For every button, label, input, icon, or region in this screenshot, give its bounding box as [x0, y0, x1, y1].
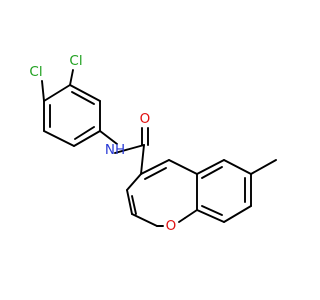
- bond: [184, 209, 198, 219]
- bond: [126, 189, 133, 215]
- bond: [73, 130, 101, 147]
- double-bond-inner: [201, 166, 223, 179]
- dichlorophenyl-ring: [43, 84, 101, 147]
- bond: [223, 205, 252, 223]
- double-bond-inner: [71, 91, 95, 105]
- bond-n-carbonyl: [114, 144, 145, 154]
- bond: [168, 159, 198, 175]
- bond: [43, 84, 71, 102]
- bond-carbonyl-ring: [140, 144, 145, 175]
- bond: [196, 159, 225, 175]
- bond: [43, 130, 75, 147]
- bond: [196, 209, 225, 223]
- atom-label-cl-left: Cl: [29, 64, 42, 80]
- double-bond-inner: [131, 195, 137, 215]
- bond-c-cl-top: [69, 69, 74, 86]
- bond: [126, 173, 142, 191]
- double-bond-inner: [201, 205, 223, 216]
- bond-ring-o: [178, 217, 186, 223]
- oxepine-ring: [126, 159, 198, 227]
- double-bond-inner: [144, 167, 167, 180]
- atom-label-o-ring: O: [166, 218, 177, 234]
- bond-aryl-n: [99, 130, 118, 145]
- atom-label-o-carbonyl: O: [140, 111, 151, 127]
- molecule-structure-diagram: Cl Cl NH O O: [29, 53, 277, 234]
- atom-label-nh: NH: [105, 142, 125, 158]
- bond: [69, 84, 101, 102]
- bond-c-cl-left: [41, 80, 45, 102]
- bond: [131, 213, 158, 227]
- atom-label-cl-top: Cl: [69, 53, 82, 69]
- benzo-ring: [196, 159, 252, 223]
- double-bond-inner: [74, 126, 95, 140]
- bond: [140, 159, 170, 175]
- bond: [223, 159, 252, 175]
- bond-methyl: [250, 159, 277, 175]
